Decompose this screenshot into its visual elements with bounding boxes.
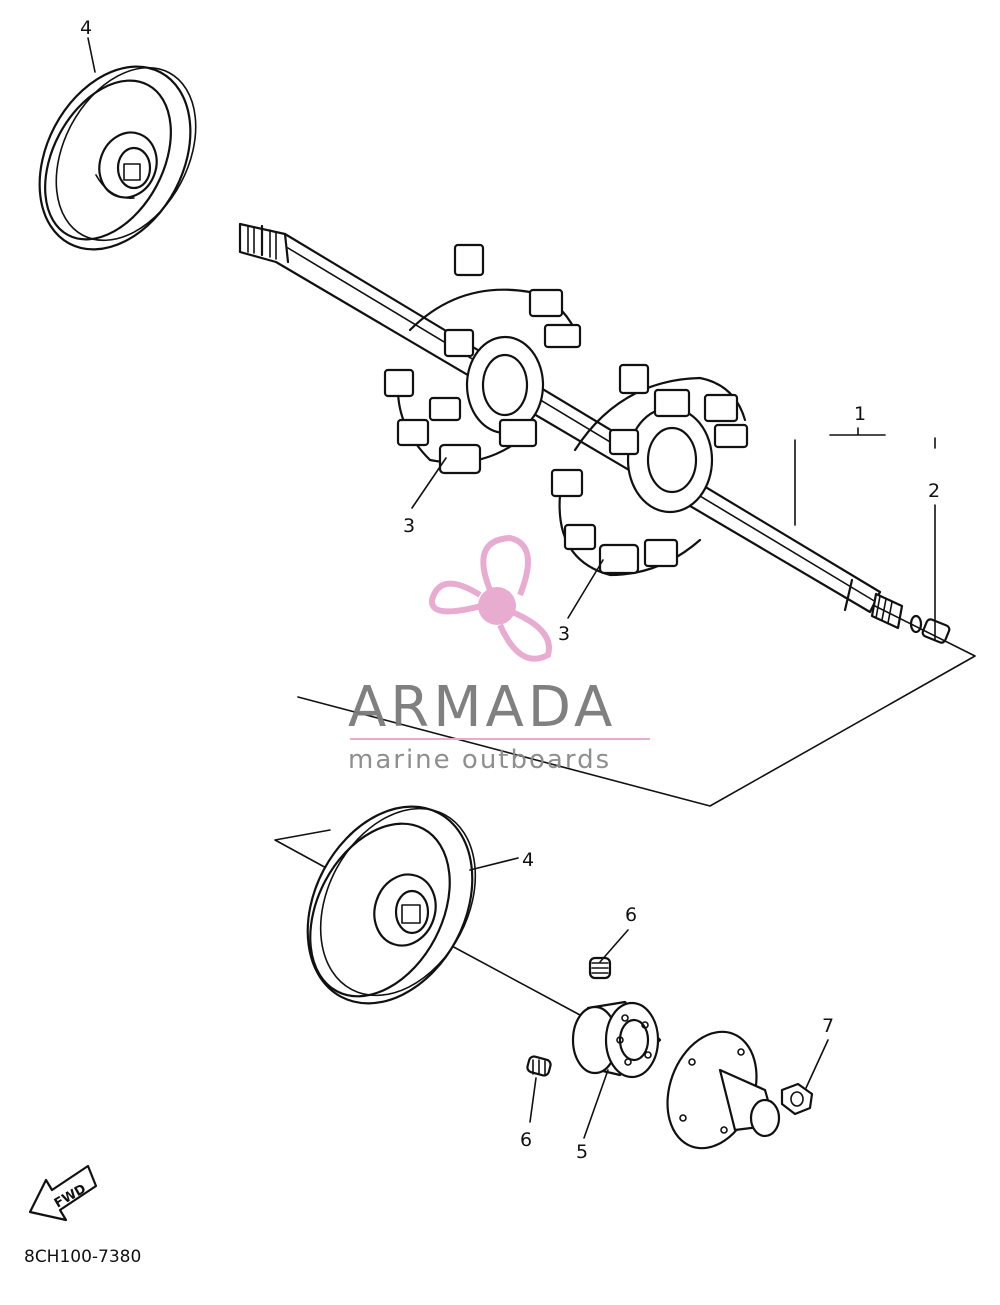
lock-nut [780,1082,814,1116]
watermark-rule [350,738,650,740]
sprocket-right [550,363,749,577]
callout-leaders [87,37,936,1139]
idler-wheel-bottom [306,805,477,1005]
watermark-title: ARMADA [348,675,616,740]
callout-6-bottom: 6 [520,1129,532,1151]
callout-7: 7 [822,1015,834,1037]
callout-3-right: 3 [558,623,570,645]
fwd-arrow-icon: FWD [28,1164,98,1222]
callout-3-left: 3 [403,515,415,537]
flange-hub [666,1030,781,1150]
set-screw-bottom [526,1055,552,1077]
shaft-end-bolt [909,614,951,644]
bearing [571,1000,662,1079]
callout-5: 5 [576,1141,588,1163]
part-code: 8CH100-7380 [24,1247,141,1267]
idler-wheel-top [38,65,197,251]
watermark-subtitle: marine outboards [348,745,611,775]
armada-watermark: ARMADA marine outboards [348,534,650,775]
explode-guides [274,605,976,1016]
sprocket-left [383,243,582,475]
callout-4-bottom: 4 [522,849,534,871]
callout-2: 2 [928,480,940,502]
callout-1: 1 [854,403,866,425]
propeller-logo-icon [429,534,552,662]
callout-6-top: 6 [625,904,637,926]
drive-shaft [238,222,904,630]
set-screw-top [588,956,612,980]
callout-4-top: 4 [80,17,92,39]
